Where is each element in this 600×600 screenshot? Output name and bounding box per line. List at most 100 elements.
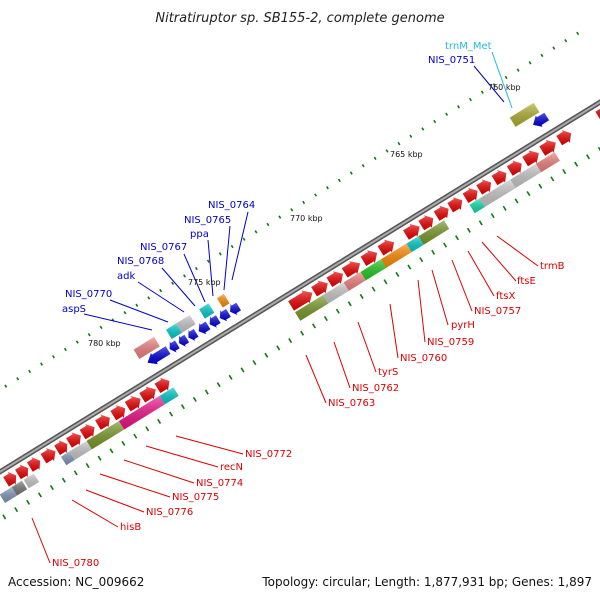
label-NIS-0764[interactable]: NIS_0764 <box>208 200 255 211</box>
gene-red-9[interactable] <box>124 396 141 412</box>
gene-outer-2[interactable] <box>176 315 196 333</box>
label-NIS-0762[interactable]: NIS_0762 <box>352 383 399 394</box>
gene-red-5[interactable] <box>66 432 81 448</box>
gene-track2-2[interactable] <box>23 473 40 489</box>
gene-red-22[interactable] <box>462 187 478 203</box>
scale-tick <box>4 384 8 388</box>
gene-red-8[interactable] <box>110 405 126 421</box>
gene-red-27[interactable] <box>539 140 556 156</box>
gene-track2-17[interactable] <box>510 163 542 188</box>
gene-outer-4[interactable] <box>217 294 230 308</box>
gene-blue-8[interactable] <box>533 112 550 127</box>
label-NIS-0776[interactable]: NIS_0776 <box>146 507 193 518</box>
label-NIS-0770[interactable]: NIS_0770 <box>65 289 112 300</box>
label-trmB[interactable]: trmB <box>540 261 565 272</box>
label-NIS-0775[interactable]: NIS_0775 <box>172 492 219 503</box>
scale-tick-inner <box>252 360 257 366</box>
gene-red-18[interactable] <box>403 224 420 240</box>
label-recN[interactable]: recN <box>220 462 243 473</box>
gene-blue-4[interactable] <box>198 321 211 335</box>
inner-gene-labels: trmB ftsE ftsX NIS_0757 pyrH NIS_0759 NI… <box>52 261 565 569</box>
gene-red-28[interactable] <box>556 130 572 146</box>
gene-blue-3[interactable] <box>188 329 199 341</box>
gene-track2-7[interactable] <box>159 387 179 405</box>
gene-track2-18[interactable] <box>535 152 560 173</box>
scale-tick <box>171 281 175 285</box>
gene-red-21[interactable] <box>447 197 463 213</box>
gene-outer-0[interactable] <box>133 337 160 359</box>
leader-line <box>123 459 195 484</box>
label-ppa[interactable]: ppa <box>190 229 209 240</box>
gene-track2-0[interactable] <box>11 480 28 496</box>
label-NIS-0751[interactable]: NIS_0751 <box>428 55 475 66</box>
gene-blue-7[interactable] <box>230 302 241 315</box>
gene-red-25[interactable] <box>506 160 522 176</box>
gene-red-20[interactable] <box>433 205 449 221</box>
gene-red-14[interactable] <box>326 271 344 287</box>
gene-blue-2[interactable] <box>179 334 190 347</box>
label-ftsE[interactable]: ftsE <box>517 276 536 287</box>
gene-track2-12[interactable] <box>381 243 412 268</box>
gene-track2-6[interactable] <box>118 395 165 430</box>
gene-blue-0[interactable] <box>147 346 171 365</box>
gene-red-13[interactable] <box>311 280 328 297</box>
gene-outer-5[interactable] <box>509 102 540 127</box>
label-aspS[interactable]: aspS <box>62 304 86 315</box>
gene-track2-5[interactable] <box>86 421 125 450</box>
gene-track2-16[interactable] <box>479 179 516 207</box>
gene-red-6[interactable] <box>79 424 95 440</box>
gene-red-15[interactable] <box>341 261 361 278</box>
label-NIS-0780[interactable]: NIS_0780 <box>52 558 99 569</box>
label-tyrS[interactable]: tyrS <box>378 367 398 378</box>
label-NIS-0768[interactable]: NIS_0768 <box>117 256 164 267</box>
label-adk[interactable]: adk <box>117 271 135 282</box>
gene-track2-9[interactable] <box>323 282 349 304</box>
gene-red-12[interactable] <box>288 290 313 311</box>
label-NIS-0763[interactable]: NIS_0763 <box>328 398 375 409</box>
gene-track2-10[interactable] <box>343 271 366 291</box>
gene-track2-8[interactable] <box>295 295 329 321</box>
gene-blue-1[interactable] <box>169 340 180 353</box>
gene-red-24[interactable] <box>491 170 507 186</box>
gene-red-4[interactable] <box>54 440 68 455</box>
gene-track2-4[interactable] <box>69 440 92 460</box>
gene-red-10[interactable] <box>139 386 156 403</box>
gene-red-23[interactable] <box>476 179 492 195</box>
gene-red-19[interactable] <box>418 215 434 231</box>
gene-outer-1[interactable] <box>166 323 182 339</box>
gene-red-2[interactable] <box>27 457 41 472</box>
gene-blue-6[interactable] <box>219 309 231 322</box>
label-NIS-0767[interactable]: NIS_0767 <box>140 242 187 253</box>
label-ftsX[interactable]: ftsX <box>496 291 515 302</box>
label-pyrH[interactable]: pyrH <box>451 320 475 331</box>
gene-track2-3[interactable] <box>61 451 75 466</box>
gene-track2-1[interactable] <box>0 487 17 503</box>
gene-track2-14[interactable] <box>418 220 450 245</box>
gene-red-26[interactable] <box>522 150 539 167</box>
gene-track2-13[interactable] <box>406 236 424 252</box>
label-NIS-0774[interactable]: NIS_0774 <box>196 478 243 489</box>
gene-blue-5[interactable] <box>209 315 221 328</box>
gene-red-11[interactable] <box>154 377 170 393</box>
gene-red-16[interactable] <box>360 250 378 266</box>
scale-tick <box>468 97 472 102</box>
label-trnM-Met[interactable]: trnM_Met <box>445 41 492 52</box>
gene-red-1[interactable] <box>15 464 29 480</box>
gene-red-0[interactable] <box>3 471 17 487</box>
label-NIS-0759[interactable]: NIS_0759 <box>427 337 474 348</box>
label-NIS-0757[interactable]: NIS_0757 <box>474 306 521 317</box>
gene-red-3[interactable] <box>40 448 56 464</box>
label-NIS-0772[interactable]: NIS_0772 <box>245 449 292 460</box>
label-hisB[interactable]: hisB <box>120 522 141 533</box>
label-NIS-0760[interactable]: NIS_0760 <box>400 353 447 364</box>
gene-track2-15[interactable] <box>469 198 486 214</box>
gene-outer-3[interactable] <box>199 303 215 319</box>
gene-red-29[interactable] <box>595 104 600 121</box>
scale-tick-inner <box>574 161 579 167</box>
gene-red-17[interactable] <box>377 239 395 256</box>
label-NIS-0765[interactable]: NIS_0765 <box>184 215 231 226</box>
gene-red-7[interactable] <box>95 414 110 430</box>
scale-tick <box>254 230 258 234</box>
scale-tick <box>194 266 198 271</box>
gene-track2-11[interactable] <box>360 258 388 281</box>
